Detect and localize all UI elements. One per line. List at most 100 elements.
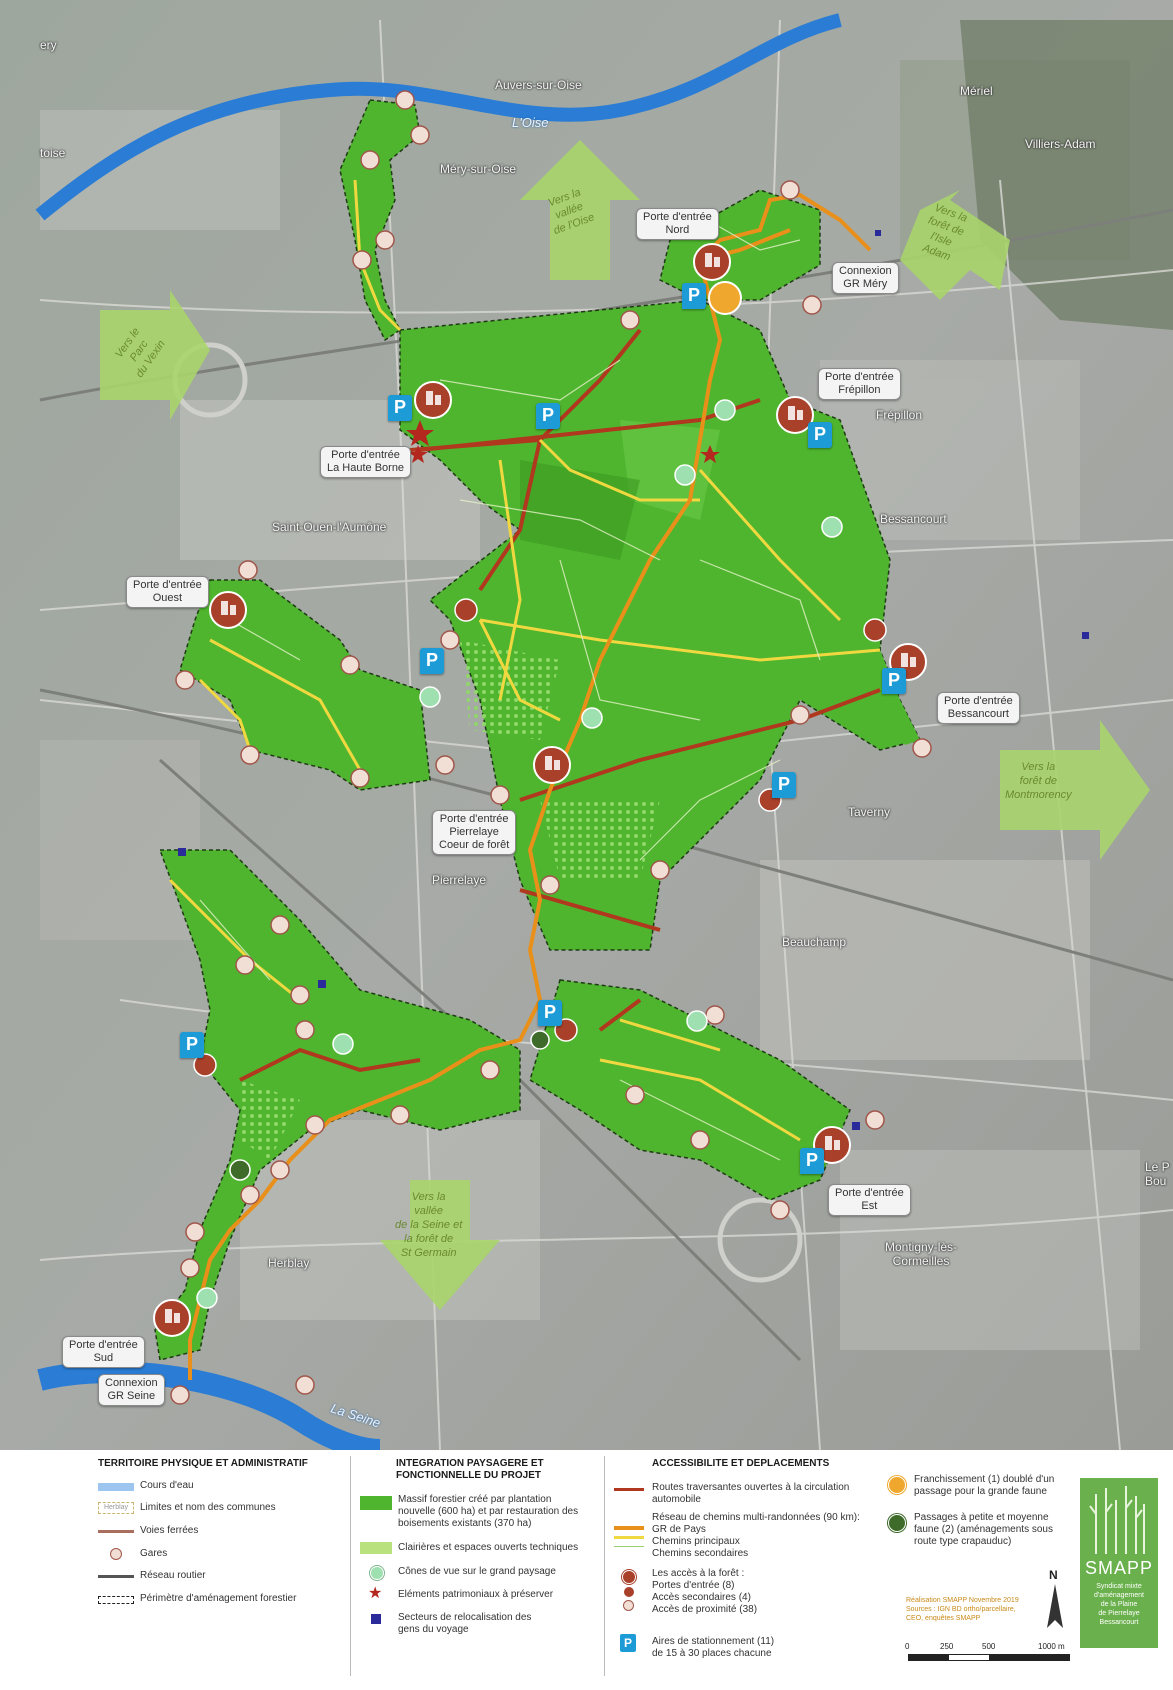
- seine-river: [37, 1361, 381, 1450]
- parking-icon: P: [772, 772, 796, 798]
- arrow-vexin: [100, 290, 210, 420]
- legend-item: Aires de stationnement (11) de 15 à 30 p…: [652, 1636, 775, 1659]
- parking-icon: P: [536, 403, 560, 429]
- gate-callout[interactable]: Porte d'entrée Ouest: [126, 576, 209, 608]
- relocation-sectors: [178, 230, 1089, 1130]
- gr-swatch: [614, 1526, 644, 1530]
- legend-column-accessibility: ACCESSIBILITE ET DEPLACEMENTS Routes tra…: [614, 1458, 894, 1678]
- legend-item: Réseau routier: [140, 1570, 206, 1581]
- perimeter-swatch: [98, 1596, 134, 1604]
- secondary-access-icon: [623, 1586, 635, 1598]
- gate-callout[interactable]: Porte d'entrée Frépillon: [818, 368, 901, 400]
- secondary-paths: [199, 209, 821, 1161]
- existing-forest: [960, 20, 1173, 330]
- smapp-name: SMAPP: [1084, 1558, 1154, 1578]
- legend-item: Eléments patrimoniaux à préserver: [398, 1589, 554, 1600]
- gate-callout[interactable]: Porte d'entrée Bessancourt: [937, 692, 1020, 724]
- town-label: Mériel: [960, 84, 993, 98]
- parking-icon: P: [800, 1148, 824, 1174]
- crossing-road-swatch: [614, 1488, 644, 1491]
- arrow-label: Vers la forêt de Montmorency: [1005, 761, 1072, 801]
- heritage-star-icon: ★: [368, 1585, 383, 1602]
- gate-callout[interactable]: Connexion GR Méry: [832, 262, 899, 294]
- commune-limit-swatch: Herblay: [98, 1502, 134, 1514]
- clearing-swatch: [360, 1542, 392, 1554]
- legend-divider: [350, 1456, 351, 1676]
- legend-item: Voies ferrées: [140, 1525, 199, 1536]
- town-label: Bessancourt: [880, 512, 947, 526]
- north-label: N: [1049, 1568, 1058, 1582]
- main-paths: [168, 179, 881, 1142]
- parking-icon: P: [882, 668, 906, 694]
- small-fauna-passage-icons: [229, 1030, 550, 1181]
- scale-bar: [908, 1654, 1070, 1661]
- town-label: Herblay: [268, 1256, 310, 1270]
- entry-gates: [153, 243, 927, 1337]
- legend-heading: INTEGRATION PAYSAGERE ET FONCTIONNELLE D…: [396, 1458, 544, 1481]
- heritage-stars: [406, 420, 720, 463]
- smapp-logo: SMAPP Syndicat mixte d'aménagement de la…: [1080, 1478, 1158, 1648]
- map-canvas[interactable]: P P P P P P P P P P Auvers-sur-Oise Méry…: [0, 0, 1173, 1450]
- gate-callout[interactable]: Porte d'entrée La Haute Borne: [320, 446, 412, 478]
- wildlife-crossing-icon: [708, 281, 742, 315]
- legend-item: Secteurs de relocalisation des gens du v…: [398, 1612, 532, 1635]
- town-label: Auvers-sur-Oise: [495, 78, 582, 92]
- entry-gate-icon: [622, 1570, 636, 1584]
- road-swatch: [98, 1575, 134, 1578]
- parking-icon: P: [682, 283, 706, 309]
- legend-item: Massif forestier créé par plantation nou…: [398, 1494, 579, 1529]
- crossing-roads: [239, 328, 881, 1082]
- legend-divider: [604, 1456, 605, 1676]
- river-label: L'Oise: [512, 115, 549, 130]
- town-label: Méry-sur-Oise: [440, 162, 517, 176]
- legend-item: Périmètre d'aménagement forestier: [140, 1593, 297, 1604]
- town-label: Le P Bou: [1145, 1160, 1170, 1188]
- legend-item: Passages à petite et moyenne faune (2) (…: [914, 1512, 1053, 1547]
- parking-legend-icon: P: [620, 1634, 636, 1652]
- view-cones: [196, 399, 843, 1309]
- legend-item: Gares: [140, 1548, 168, 1559]
- town-label: Villiers-Adam: [1025, 137, 1096, 151]
- parking-icon: P: [808, 422, 832, 448]
- gate-callout[interactable]: Porte d'entrée Sud: [62, 1336, 145, 1368]
- legend-column-fauna: Franchissement (1) doublé d'un passage p…: [888, 1458, 1078, 1578]
- parking-icon: P: [420, 648, 444, 674]
- scale-tick: 500: [982, 1642, 996, 1651]
- legend-heading: ACCESSIBILITE ET DEPLACEMENTS: [652, 1458, 830, 1469]
- north-arrow-icon: [1047, 1584, 1063, 1628]
- legend-item: Limites et nom des communes: [140, 1502, 276, 1513]
- arrow-oise: [520, 140, 640, 280]
- gate-callout[interactable]: Porte d'entrée Nord: [636, 208, 719, 240]
- credit-text: Réalisation SMAPP Novembre 2019 Sources …: [906, 1597, 1019, 1622]
- scale-tick: 1000 m: [1038, 1642, 1065, 1651]
- smapp-fullname: Syndicat mixte d'aménagement de la Plain…: [1094, 1583, 1144, 1626]
- legend-item: Cours d'eau: [140, 1480, 194, 1491]
- map-svg: [0, 0, 1173, 1450]
- gate-callout[interactable]: Connexion GR Seine: [98, 1374, 165, 1406]
- legend-item: Les accès à la forêt : Portes d'entrée (…: [652, 1568, 758, 1615]
- legend-column-integration: INTEGRATION PAYSAGERE ET FONCTIONNELLE D…: [360, 1458, 610, 1678]
- oise-river: [35, 13, 842, 221]
- river-swatch: [98, 1483, 134, 1491]
- legend-item: Franchissement (1) doublé d'un passage p…: [914, 1474, 1055, 1497]
- legend-column-territory: TERRITOIRE PHYSIQUE ET ADMINISTRATIF Cou…: [98, 1458, 388, 1678]
- town-label: Taverny: [848, 805, 891, 819]
- legend-item: Clairières et espaces ouverts techniques: [398, 1542, 579, 1553]
- legend-item: Routes traversantes ouvertes à la circul…: [652, 1482, 850, 1505]
- town-label: Saint-Ouen-l'Aumône: [272, 520, 387, 534]
- gate-glyphs: [165, 253, 916, 1323]
- gate-callout[interactable]: Porte d'entrée Pierrelaye Coeur de forêt: [432, 810, 517, 855]
- main-path-swatch: [614, 1536, 644, 1539]
- town-label: Beauchamp: [782, 935, 847, 949]
- arrow-montmorency: [1000, 720, 1150, 860]
- secondary-access: [193, 598, 887, 1077]
- small-fauna-passage-icon: [888, 1514, 906, 1532]
- view-cone-icon: [370, 1566, 384, 1580]
- gate-callout[interactable]: Porte d'entrée Est: [828, 1184, 911, 1216]
- tree-logo-icon: [1089, 1486, 1145, 1554]
- town-label: Pierrelaye: [432, 873, 487, 887]
- town-label: toise: [40, 146, 66, 160]
- town-label: Montigny-lès- Cormeilles: [885, 1240, 958, 1268]
- wildlife-crossing-icon: [888, 1476, 906, 1494]
